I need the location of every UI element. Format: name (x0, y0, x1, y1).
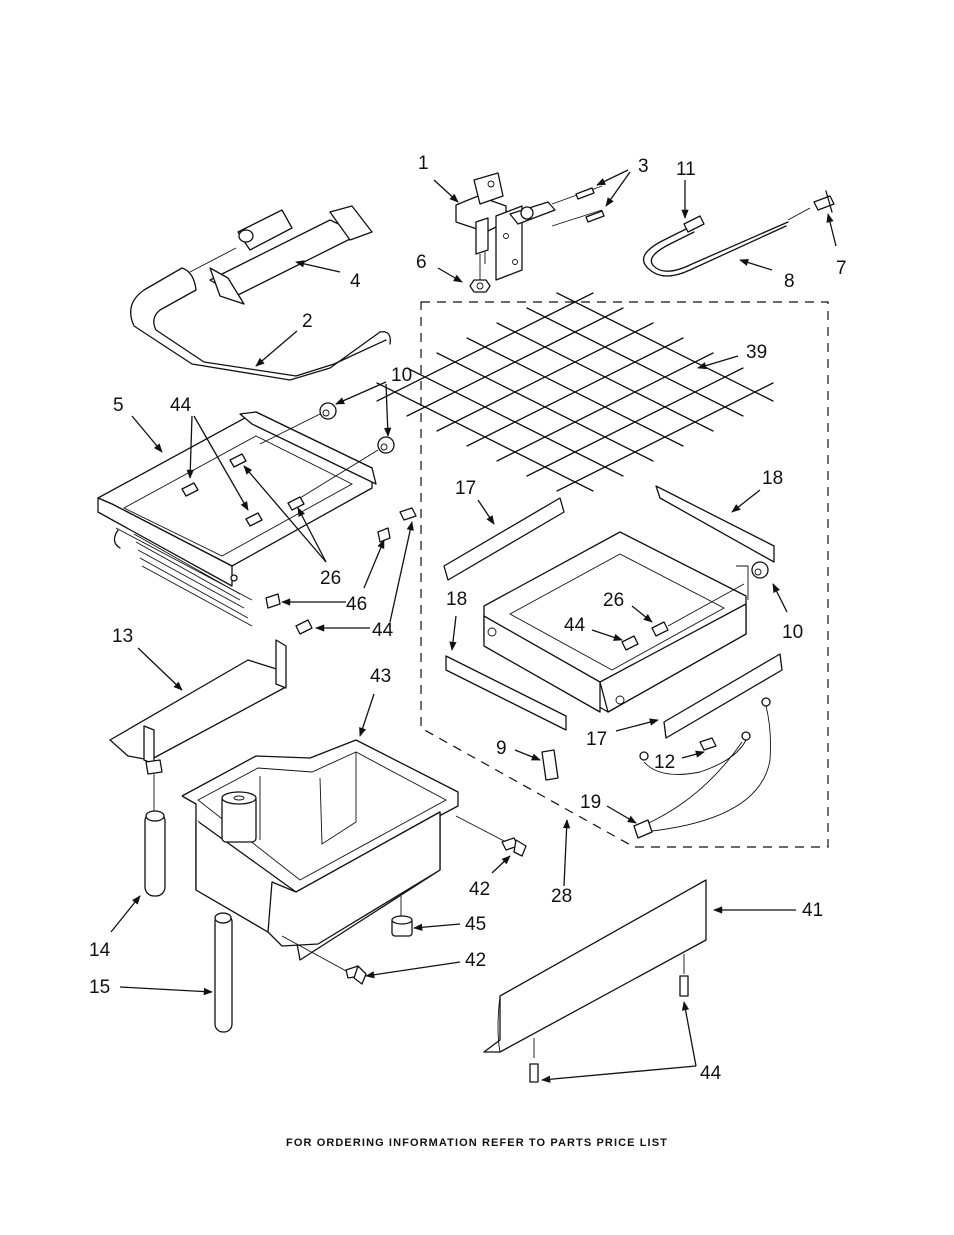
callout-44-tray: 44 (564, 615, 586, 636)
part-frame-screws (181, 453, 417, 635)
callout-2: 2 (302, 311, 313, 332)
callout-17-lower: 17 (586, 729, 607, 750)
callout-12: 12 (654, 752, 675, 773)
part-rail-17-upper (443, 497, 565, 581)
callout-4: 4 (350, 271, 361, 292)
callout-19: 19 (580, 792, 601, 813)
part-screws-3 (575, 187, 605, 223)
callout-8: 8 (784, 271, 795, 292)
callout-42-lower: 42 (465, 950, 486, 971)
callout-9: 9 (496, 738, 507, 759)
grid-line (496, 352, 714, 462)
part-screw-12 (699, 737, 717, 751)
part-fill-tube (642, 207, 811, 277)
callout-46: 46 (346, 594, 367, 615)
part-cover-panel (483, 879, 707, 1083)
callout-15: 15 (89, 977, 110, 998)
callout-5: 5 (113, 395, 124, 416)
part-ice-tray (483, 531, 769, 713)
callout-39: 39 (746, 342, 767, 363)
callout-3: 3 (638, 156, 649, 177)
callout-45: 45 (465, 914, 486, 935)
part-clip-9 (541, 749, 559, 781)
callout-10-upper: 10 (391, 365, 412, 386)
grid-line (436, 352, 654, 462)
callout-11: 11 (676, 159, 696, 180)
part-rail-17-lower (663, 653, 783, 739)
grid-line (406, 367, 624, 477)
part-nozzle (813, 190, 835, 213)
callout-44-panel: 44 (700, 1063, 722, 1084)
part-trough (109, 639, 287, 775)
callout-6: 6 (416, 252, 427, 273)
callouts: 1 3 11 6 8 7 4 2 39 10 5 44 17 18 26 46 … (89, 153, 847, 1084)
part-heater-loop (130, 267, 391, 381)
part-tube-14 (144, 774, 166, 897)
part-nut (469, 266, 491, 293)
callout-13: 13 (112, 626, 133, 647)
part-heater-rod (189, 205, 373, 305)
callout-18-lower: 18 (446, 589, 467, 610)
part-ice-bin (181, 739, 459, 961)
ordering-info-note: FOR ORDERING INFORMATION REFER TO PARTS … (286, 1137, 668, 1149)
callout-14: 14 (89, 940, 111, 961)
callout-10-tray: 10 (782, 622, 803, 643)
callout-41: 41 (802, 900, 823, 921)
grid-line (526, 367, 744, 477)
callout-26-tray: 26 (603, 590, 624, 611)
leader-lines (110, 169, 837, 1083)
part-wire-harness (633, 697, 771, 839)
callout-26-frame: 26 (320, 568, 341, 589)
callout-7: 7 (836, 258, 847, 279)
grid-line (556, 382, 774, 492)
part-foot-45 (391, 896, 413, 937)
callout-28: 28 (551, 886, 572, 907)
part-bin-screws (281, 815, 527, 985)
assembly-boundary-dashed (420, 301, 829, 848)
callout-18-upper: 18 (762, 468, 783, 489)
callout-44-upper: 44 (170, 395, 192, 416)
callout-43: 43 (370, 666, 391, 687)
callout-1: 1 (418, 153, 429, 174)
part-tray-screws (621, 583, 745, 651)
callout-44-frame: 44 (372, 620, 394, 641)
part-tube-15 (214, 912, 233, 1033)
callout-17-upper: 17 (455, 478, 476, 499)
part-bumpers-upper (259, 402, 395, 499)
grid-line (466, 337, 684, 447)
part-icemaker-frame (97, 411, 377, 627)
part-rail-18-upper (655, 485, 775, 563)
part-rail-18-lower (445, 655, 567, 731)
part-water-valve (455, 172, 603, 281)
grid-line (376, 382, 594, 492)
callout-42-right: 42 (469, 879, 490, 900)
part-evaporator-grid (376, 292, 774, 492)
